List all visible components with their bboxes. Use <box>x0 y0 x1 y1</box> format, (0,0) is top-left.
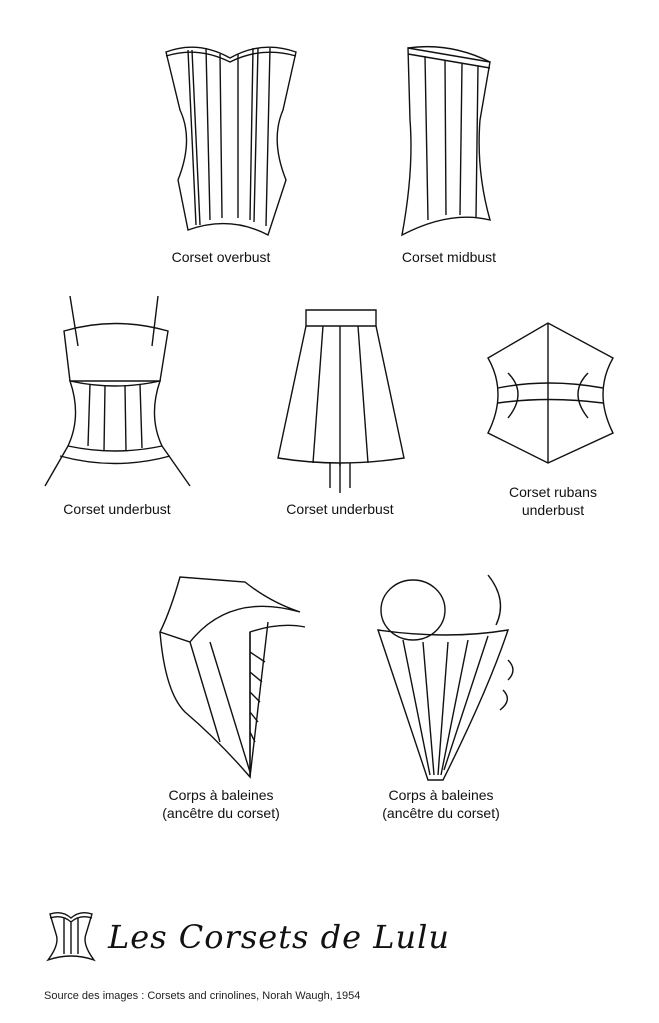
caption-corps-1: Corps à baleines (ancêtre du corset) <box>162 786 280 822</box>
corset-underbust-illustration <box>40 296 195 491</box>
corps-a-baleines-illustration-1 <box>150 572 315 782</box>
caption-overbust: Corset overbust <box>171 249 271 265</box>
image-source-credit: Source des images : Corsets and crinolin… <box>44 990 361 1002</box>
corset-midbust-illustration <box>390 40 510 240</box>
corset-overbust-illustration <box>158 40 303 240</box>
caption-underbust-1: Corset underbust <box>63 501 171 517</box>
corset-underbust-skirt-illustration <box>268 298 413 493</box>
caption-corps-1-line2: (ancêtre du corset) <box>162 805 280 821</box>
corps-a-baleines-illustration-2 <box>368 570 528 785</box>
corset-rubans-illustration <box>478 318 623 468</box>
caption-corps-1-line1: Corps à baleines <box>168 787 274 803</box>
caption-underbust-2: Corset underbust <box>286 501 394 517</box>
caption-corps-2-line2: (ancêtre du corset) <box>382 805 500 821</box>
caption-corps-2: Corps à baleines (ancêtre du corset) <box>382 786 500 822</box>
brand-name: Les Corsets de Lulu <box>108 918 450 956</box>
caption-rubans-line2: underbust <box>521 502 585 518</box>
caption-corps-2-line1: Corps à baleines <box>388 787 494 803</box>
caption-rubans: Corset rubans underbust <box>509 483 597 519</box>
corset-logo-icon <box>42 910 100 969</box>
caption-midbust: Corset midbust <box>401 249 497 265</box>
caption-rubans-line1: Corset rubans <box>509 484 597 500</box>
